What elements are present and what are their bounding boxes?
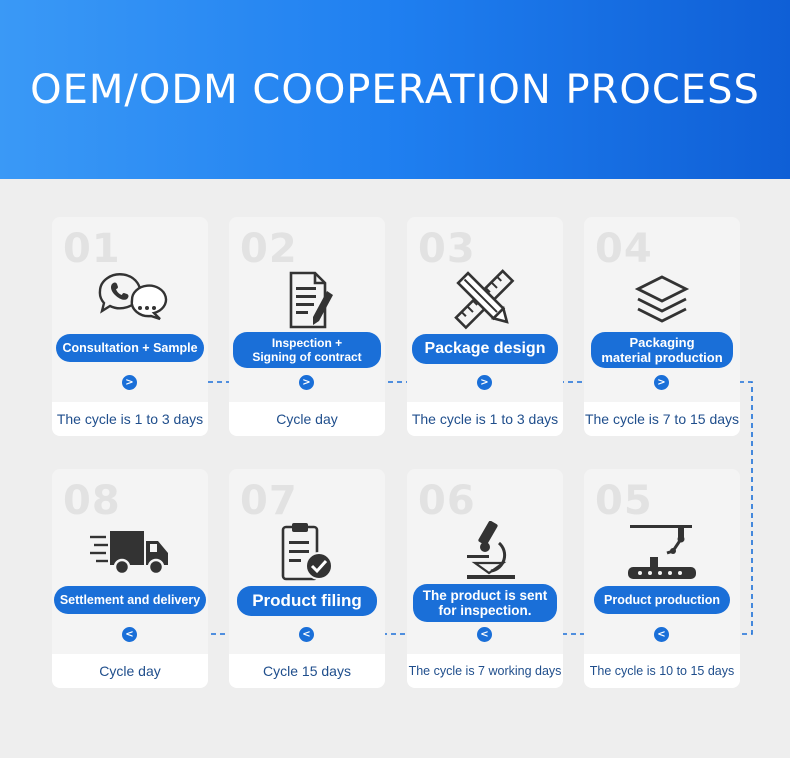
step-number: 06: [418, 478, 476, 524]
step-number: 07: [240, 478, 298, 524]
microscope-icon: [445, 520, 525, 583]
step-cycle: Cycle day: [229, 402, 385, 436]
step-card-02: 02 Inspection + Signing of contract > Cy…: [229, 217, 385, 436]
step-label-pill: The product is sent for inspection.: [413, 584, 557, 622]
step-cycle: The cycle is 7 to 15 days: [584, 402, 740, 436]
step-cycle: The cycle is 1 to 3 days: [52, 402, 208, 436]
step-label-line: Packaging: [629, 335, 695, 350]
step-card-04: 04 Packaging material production > The c…: [584, 217, 740, 436]
step-label-pill: Package design: [412, 334, 558, 364]
delivery-truck-icon: [90, 521, 170, 583]
robot-arm-conveyor-icon: [622, 521, 702, 583]
arrow-right-icon: >: [299, 375, 314, 390]
page-title: OEM/ODM COOPERATION PROCESS: [30, 66, 760, 113]
layers-icon: [622, 269, 702, 331]
step-label-pill: Product filing: [237, 586, 377, 616]
arrow-right-icon: >: [477, 375, 492, 390]
step-card-08: 08 Settlement and delivery < Cycle day: [52, 469, 208, 688]
arrow-right-icon: >: [654, 375, 669, 390]
step-label-line: Signing of contract: [252, 350, 362, 364]
step-label-line: Inspection +: [271, 336, 343, 350]
step-cycle: Cycle day: [52, 654, 208, 688]
step-number: 01: [63, 226, 121, 272]
step-number: 02: [240, 226, 298, 272]
step-number: 05: [595, 478, 653, 524]
chat-bubbles-icon: [90, 269, 170, 331]
arrow-left-icon: <: [477, 627, 492, 642]
step-card-01: 01 Consultation + Sample > The cycle is …: [52, 217, 208, 436]
step-label-line: material production: [601, 350, 723, 365]
step-label-line: for inspection.: [438, 603, 532, 618]
step-label-line: The product is sent: [422, 588, 548, 603]
step-cycle: The cycle is 10 to 15 days: [584, 654, 740, 688]
contract-pen-icon: [267, 269, 347, 331]
arrow-left-icon: <: [122, 627, 137, 642]
arrow-right-icon: >: [122, 375, 137, 390]
step-label-pill: Settlement and delivery: [54, 586, 206, 614]
step-label-pill: Product production: [594, 586, 730, 614]
clipboard-check-icon: [267, 521, 347, 583]
step-card-07: 07 Product filing < Cycle 15 days: [229, 469, 385, 688]
header-banner: OEM/ODM COOPERATION PROCESS: [0, 0, 790, 179]
step-cycle: Cycle 15 days: [229, 654, 385, 688]
step-number: 04: [595, 226, 653, 272]
arrow-left-icon: <: [299, 627, 314, 642]
step-cycle: The cycle is 7 working days: [407, 654, 563, 688]
step-card-03: 03 Package design > The cycle is 1 to 3 …: [407, 217, 563, 436]
step-label-pill: Consultation + Sample: [56, 334, 204, 362]
step-number: 03: [418, 226, 476, 272]
arrow-left-icon: <: [654, 627, 669, 642]
step-label-pill: Packaging material production: [591, 332, 733, 368]
step-label-pill: Inspection + Signing of contract: [233, 332, 381, 368]
step-card-06: 06 The product is sent for inspection. <…: [407, 469, 563, 688]
step-card-05: 05 Product production < The cycle is 10 …: [584, 469, 740, 688]
step-cycle: The cycle is 1 to 3 days: [407, 402, 563, 436]
pencil-ruler-icon: [445, 269, 525, 331]
step-number: 08: [63, 478, 121, 524]
